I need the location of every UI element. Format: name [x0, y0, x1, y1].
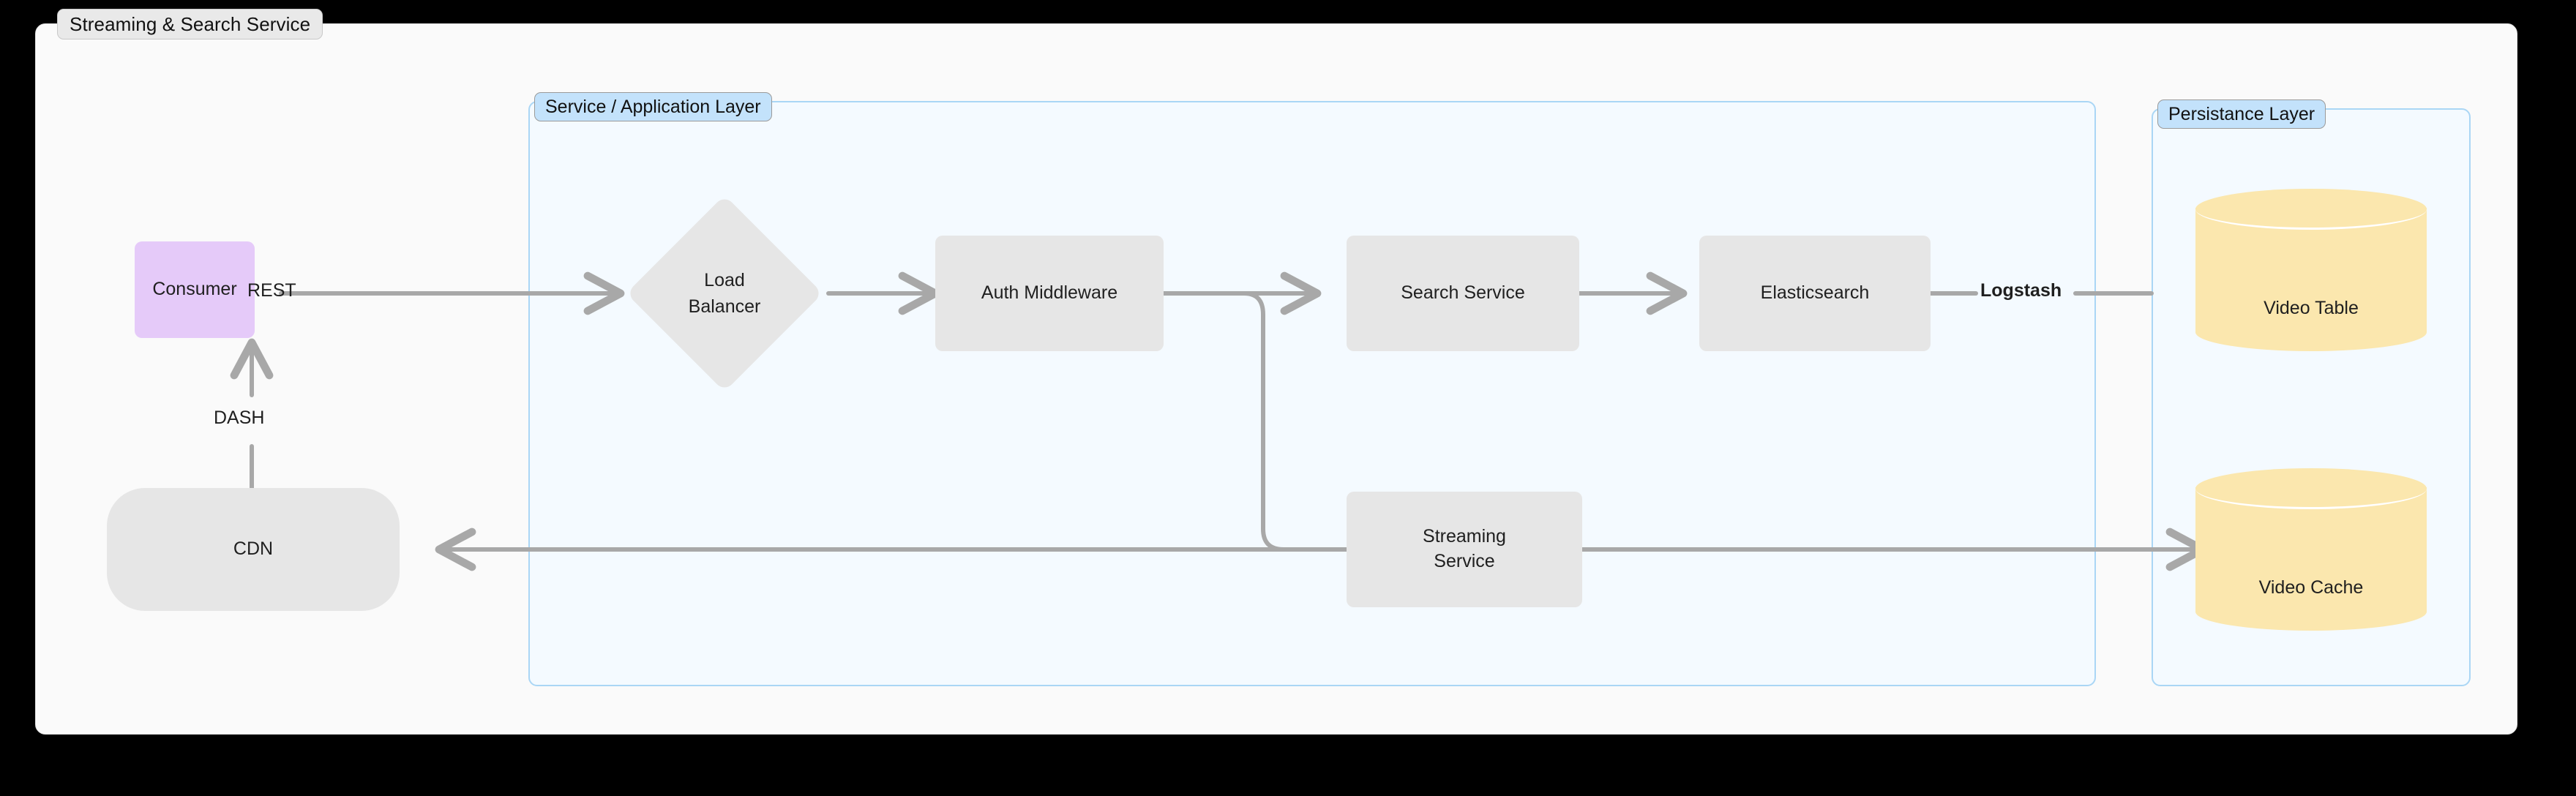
node-elasticsearch[interactable]: Elasticsearch [1699, 236, 1931, 351]
node-streaming-service-label: Streaming Service [1423, 525, 1506, 574]
layer-service-application [528, 101, 2096, 686]
edge-label-logstash: Logstash [1980, 280, 2062, 301]
cylinder-top [2195, 189, 2427, 230]
node-video-table[interactable]: Video Table [2195, 189, 2427, 351]
layer-badge-service-application: Service / Application Layer [534, 92, 772, 121]
cylinder-top [2195, 468, 2427, 509]
node-load-balancer[interactable]: Load Balancer [621, 195, 828, 392]
node-video-table-label: Video Table [2264, 298, 2359, 318]
node-load-balancer-label-line1: Load [704, 269, 745, 290]
node-load-balancer-label-line2: Balancer [688, 296, 761, 317]
node-auth-middleware-label: Auth Middleware [981, 282, 1118, 304]
cylinder-body [2195, 208, 2427, 351]
node-elasticsearch-label: Elasticsearch [1760, 282, 1870, 304]
node-streaming-service-label-line1: Streaming [1423, 526, 1506, 547]
node-auth-middleware[interactable]: Auth Middleware [935, 236, 1164, 351]
node-consumer-label: Consumer [152, 279, 237, 300]
node-streaming-service[interactable]: Streaming Service [1347, 492, 1582, 607]
node-cdn[interactable]: CDN [107, 488, 400, 611]
node-consumer[interactable]: Consumer [135, 241, 255, 338]
node-streaming-service-label-line2: Service [1434, 551, 1495, 571]
node-video-cache-label: Video Cache [2258, 577, 2364, 598]
node-video-cache[interactable]: Video Cache [2195, 468, 2427, 631]
node-search-service-label: Search Service [1401, 282, 1525, 304]
node-load-balancer-label: Load Balancer [621, 195, 828, 391]
page-title: Streaming & Search Service [57, 9, 323, 40]
node-cdn-label: CDN [233, 538, 274, 560]
node-search-service[interactable]: Search Service [1347, 236, 1579, 351]
layer-badge-persistence: Persistance Layer [2157, 100, 2326, 129]
edge-label-dash: DASH [214, 408, 265, 428]
edge-label-rest: REST [247, 280, 296, 301]
